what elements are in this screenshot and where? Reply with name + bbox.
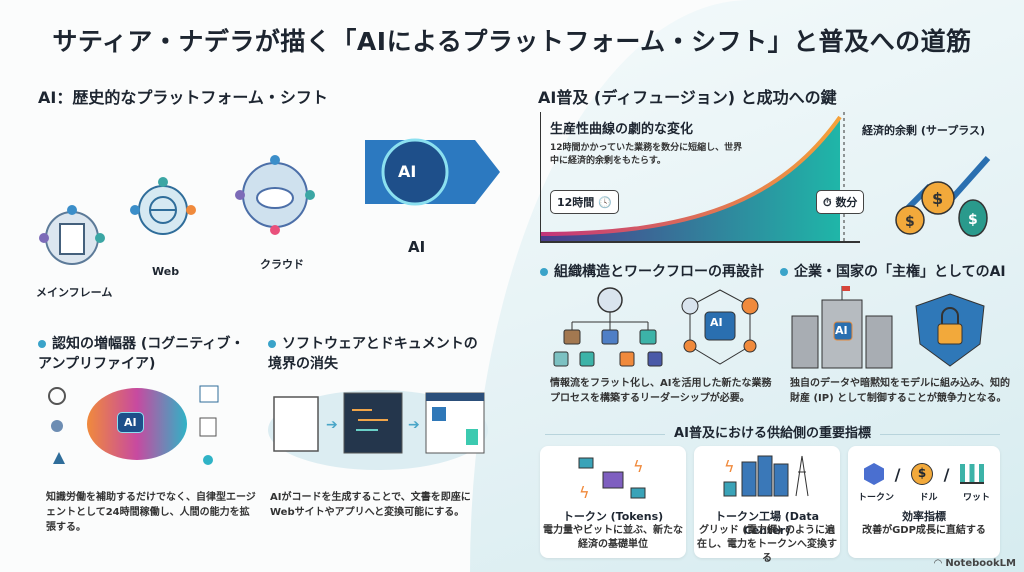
ai-badge: AI: [117, 412, 144, 433]
cognitive-amplifier-heading: 認知の増幅器 (コグニティブ・アンプリファイア): [38, 336, 245, 372]
svg-text:➔: ➔: [326, 417, 338, 433]
ai-chip-badge: AI: [710, 316, 723, 329]
dollar-coin-icon: $: [911, 463, 933, 485]
platform-label-mainframe: メインフレーム: [36, 286, 113, 299]
metric-card-efficiency: / $ / トークン ドル ワット 効率指標 改善がGDP成長に直結する: [848, 446, 1000, 558]
metrics-heading: AI普及における供給側の重要指標: [674, 426, 871, 441]
bullet-icon: [38, 340, 46, 348]
productivity-curve-chart: [540, 112, 860, 243]
divider: [545, 434, 665, 435]
castle-icon: [791, 286, 893, 369]
platform-shift-heading: AI：歴史的なプラットフォーム・シフト: [38, 88, 328, 107]
bullet-icon: [268, 340, 276, 348]
sovereignty-description: 独自のデータや暗黙知をモデルに組み込み、知的財産 (IP) として制御することが…: [790, 378, 1010, 404]
cloud-network-icon: [235, 155, 315, 235]
bullet-icon: [540, 268, 548, 276]
clock-icon: 🕓: [598, 196, 612, 209]
castle-shield-illustration: [791, 286, 985, 369]
before-time-label: 12時間 🕓: [550, 190, 619, 214]
token-cubes-icon: ϟϟ: [578, 457, 646, 502]
economic-surplus-label: 経済的余剰 (サープラス): [862, 124, 986, 137]
svg-text:ϟ: ϟ: [633, 457, 644, 476]
watt-growth-chart-icon: [960, 464, 984, 484]
productivity-title: 生産性曲線の劇的な変化: [550, 122, 694, 137]
notebooklm-logo-icon: ◠: [934, 558, 946, 569]
lock-shield-icon: [915, 293, 985, 367]
gear-icon: [48, 387, 66, 405]
divider: [880, 434, 1000, 435]
platform-label-cloud: クラウド: [260, 258, 304, 271]
web-globe-icon: [130, 177, 196, 235]
svg-text:ϟ: ϟ: [724, 457, 735, 476]
svg-text:ϟ: ϟ: [579, 483, 590, 502]
unit-label-watt: ワット: [962, 493, 990, 503]
platform-label-web: Web: [152, 265, 180, 278]
productivity-curve-area: [540, 117, 840, 242]
notebooklm-brand: ◠ NotebookLM: [934, 558, 1016, 569]
svg-text:$: $: [932, 189, 943, 208]
org-redesign-description: 情報流をフラット化し、AIを活用した新たな業務プロセスを構築するリーダーシップが…: [550, 378, 772, 404]
coins-growth-icon: $ $ $: [895, 156, 991, 237]
stopwatch-icon: ⏱: [823, 196, 832, 209]
document-icon: [273, 396, 319, 452]
calendar-icon: [199, 385, 219, 403]
sovereignty-heading: 企業・国家の「主権」としてのAI: [780, 262, 1006, 282]
productivity-description: 12時間かかっていた業務を数分に短縮し、世界中に経済的余剰をもたらす。: [550, 143, 743, 166]
platform-evolution-illustration: [39, 138, 500, 265]
org-redesign-heading: 組織構造とワークフローの再設計: [540, 262, 764, 282]
efficiency-ratio: / $ /: [864, 462, 984, 486]
svg-text:$: $: [968, 212, 978, 228]
leader-icon: [597, 287, 623, 313]
network-icon: [203, 455, 213, 465]
metric-title: トークン (Tokens): [562, 510, 664, 523]
unit-label-token: トークン: [858, 493, 895, 503]
rocket-icon: [53, 452, 65, 464]
power-tower-icon: [795, 455, 809, 497]
page-title: サティア・ナデラが描く「AIによるプラットフォーム・シフト」と普及への道筋: [52, 27, 972, 56]
user-icon: [51, 420, 63, 432]
diffusion-heading: AI普及 (ディフュージョン) と成功への鍵: [538, 88, 837, 107]
productivity-curve-line: [540, 115, 842, 236]
svg-text:➔: ➔: [408, 417, 420, 433]
document-to-app-illustration: ➔ ➔: [268, 390, 488, 470]
ai-icon-badge: AI: [398, 162, 417, 181]
unit-label-dollar: ドル: [919, 493, 938, 503]
code-editor-icon: [343, 392, 403, 454]
after-time-label: ⏱ 数分: [816, 190, 865, 214]
metric-description: グリッド (電力網) のように遍在し、電力をトークンへ変換する: [697, 525, 837, 564]
metric-title: 効率指標: [902, 510, 946, 523]
software-document-description: AIがコードを生成することで、文書を即座にWebサイトやアプリへと変換可能にする…: [270, 492, 471, 518]
svg-text:$: $: [905, 214, 915, 230]
token-hexagon-icon: [864, 463, 884, 485]
platform-label-ai: AI: [408, 238, 426, 256]
metric-description: 改善がGDP成長に直結する: [862, 525, 986, 536]
data-center-icon: ϟ: [723, 455, 809, 497]
metric-title: トークン工場 (Data Center): [714, 510, 820, 537]
note-icon: [199, 417, 217, 437]
bullet-icon: [780, 268, 788, 276]
org-chart-ai-network-illustration: [553, 287, 759, 367]
metric-card-data-center: ϟ トークン工場 (Data Center) グリッド (電力網) のように遍在…: [694, 446, 840, 564]
ai-arrow-icon: [365, 138, 500, 206]
ai-castle-badge: AI: [835, 324, 848, 337]
cognitive-amplifier-description: 知識労働を補助するだけでなく、自律型エージェントとして24時間稼働し、人間の能力…: [46, 492, 256, 533]
mainframe-icon: [39, 205, 105, 265]
software-document-heading: ソフトウェアとドキュメントの境界の消失: [268, 336, 478, 372]
metric-description: 電力量やビットに並ぶ、新たな経済の基礎単位: [543, 525, 683, 550]
